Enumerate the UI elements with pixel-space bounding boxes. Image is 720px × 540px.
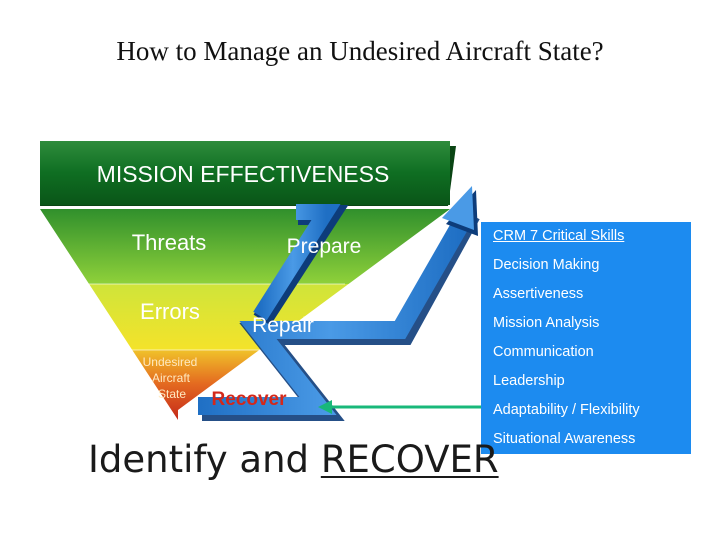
threats-label: Threats (132, 230, 207, 255)
repair-label: Repair (252, 314, 314, 337)
uas-line-1: Undesired (143, 355, 198, 369)
footer-emphasis: RECOVER (320, 438, 499, 481)
footer-prefix: Identify and (88, 438, 321, 481)
errors-label: Errors (140, 299, 200, 324)
skill-item: Leadership (493, 373, 565, 389)
skill-item: Adaptability / Flexibility (493, 402, 640, 418)
uas-label: Undesired Aircraft State (143, 355, 198, 401)
page-title: How to Manage an Undesired Aircraft Stat… (116, 36, 604, 66)
prepare-label: Prepare (287, 235, 362, 258)
recover-label: Recover (212, 389, 288, 410)
skill-item: Situational Awareness (493, 431, 636, 447)
skill-item: Assertiveness (493, 286, 584, 302)
skill-item: Decision Making (493, 257, 600, 273)
crm-skills-box: CRM 7 Critical Skills Decision Making As… (481, 222, 691, 454)
recovery-arrow (198, 186, 480, 421)
uas-line-2: Aircraft (152, 371, 191, 385)
connector-arrow (318, 400, 482, 414)
footer-text: Identify and RECOVER (88, 438, 499, 481)
skill-item: Communication (493, 344, 594, 360)
mission-effectiveness-label: MISSION EFFECTIVENESS (97, 161, 390, 187)
header-band: MISSION EFFECTIVENESS (40, 141, 456, 206)
skills-header: CRM 7 Critical Skills (493, 228, 625, 244)
skill-item: Mission Analysis (493, 315, 600, 331)
uas-line-3: State (158, 387, 186, 401)
